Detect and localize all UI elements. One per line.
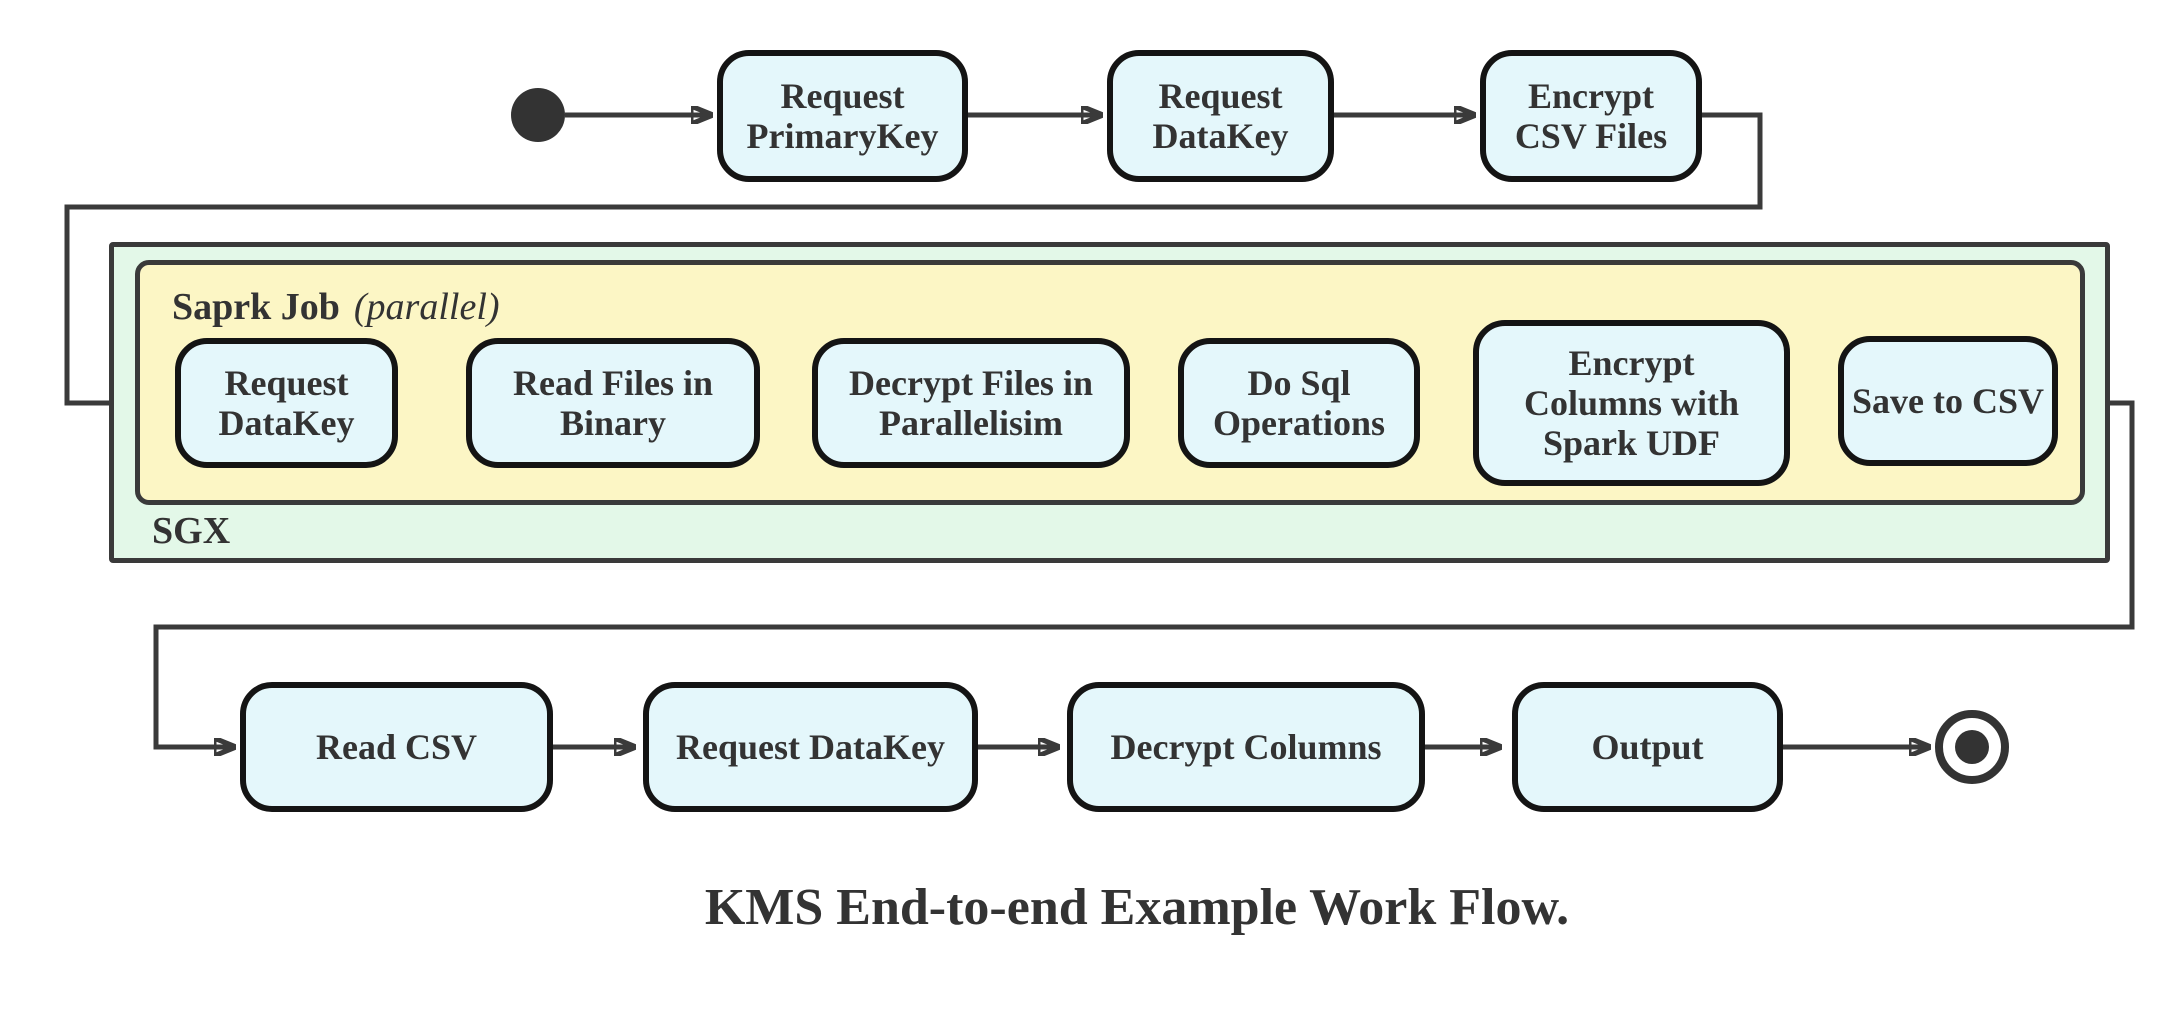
flow-node-label: Do Sql Operations bbox=[1212, 362, 1385, 443]
flow-node-read-csv: Read CSV bbox=[240, 682, 553, 812]
initial-state-node bbox=[511, 88, 565, 142]
spark-job-label-text: Saprk Job bbox=[172, 286, 340, 328]
flow-node-label: Read CSV bbox=[315, 726, 477, 767]
flow-node-decrypt-files-in-parallelism: Decrypt Files in Parallelisim bbox=[812, 338, 1130, 468]
flow-node-label: Decrypt Files in Parallelisim bbox=[849, 362, 1093, 443]
connector-save-csv-to-read-csv bbox=[153, 400, 2135, 747]
flow-node-label: Request DataKey bbox=[1152, 75, 1289, 156]
flow-node-decrypt-columns: Decrypt Columns bbox=[1067, 682, 1425, 812]
flow-node-label: Decrypt Columns bbox=[1110, 726, 1382, 767]
flow-node-request-primarykey: Request PrimaryKey bbox=[717, 50, 968, 182]
spark-job-group-label: Saprk Job (parallel) bbox=[172, 288, 500, 326]
flow-node-label: Output bbox=[1591, 726, 1704, 767]
flow-node-output: Output bbox=[1512, 682, 1783, 812]
flow-node-label: Save to CSV bbox=[1851, 380, 2044, 421]
flow-node-label: Read Files in Binary bbox=[512, 362, 713, 443]
diagram-caption: KMS End-to-end Example Work Flow. bbox=[704, 879, 1570, 936]
flow-node-encrypt-columns-with-spark-udf: Encrypt Columns with Spark UDF bbox=[1473, 320, 1790, 486]
flow-node-read-files-in-binary: Read Files in Binary bbox=[466, 338, 760, 468]
flow-node-request-datakey-top: Request DataKey bbox=[1107, 50, 1334, 182]
flow-node-save-to-csv: Save to CSV bbox=[1838, 336, 2058, 466]
flow-node-label: Request PrimaryKey bbox=[746, 75, 939, 156]
flow-node-label: Request DataKey bbox=[218, 362, 355, 443]
spark-job-qualifier: (parallel) bbox=[353, 286, 500, 328]
flow-node-sgx-request-datakey: Request DataKey bbox=[175, 338, 398, 468]
sgx-label-text: SGX bbox=[152, 510, 231, 552]
sgx-group-label: SGX bbox=[152, 512, 230, 550]
flow-node-label: Request DataKey bbox=[676, 726, 945, 767]
flow-node-do-sql-operations: Do Sql Operations bbox=[1178, 338, 1420, 468]
flow-node-label: Encrypt CSV Files bbox=[1514, 75, 1668, 156]
flow-node-label: Encrypt Columns with Spark UDF bbox=[1523, 342, 1740, 464]
flow-node-encrypt-csv-files: Encrypt CSV Files bbox=[1480, 50, 1702, 182]
connector-encrypt-csv-to-sgx-request-datakey bbox=[64, 112, 1763, 403]
final-state-node bbox=[1935, 710, 2009, 784]
flow-node-request-datakey-bottom: Request DataKey bbox=[643, 682, 978, 812]
